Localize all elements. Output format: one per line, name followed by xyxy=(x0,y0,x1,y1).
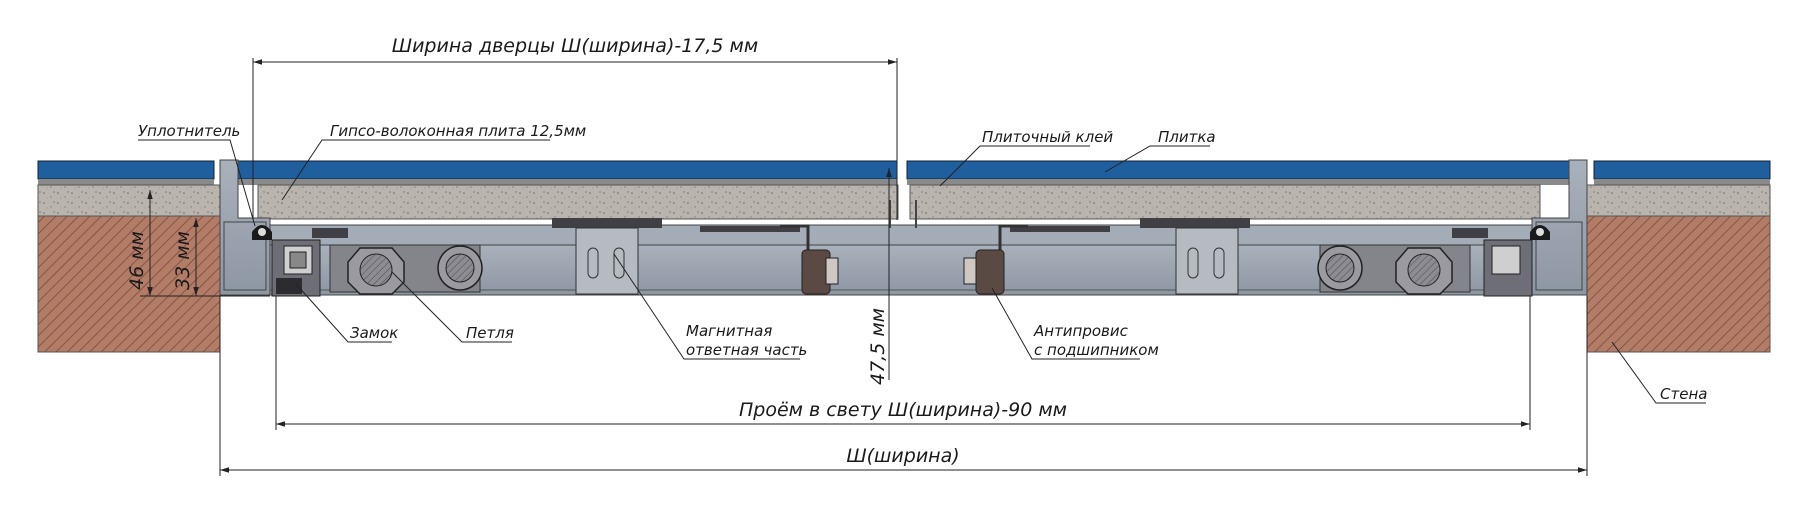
dimension-opening: Проём в свету Ш(ширина)-90 мм xyxy=(275,296,1531,430)
seal-left xyxy=(252,225,272,240)
frame-left-profile xyxy=(219,159,271,296)
label-hinge-text: Петля xyxy=(466,324,514,342)
label-magnetic-line1: Магнитная xyxy=(686,322,772,340)
label-antisag: Антипровис с подшипником xyxy=(991,287,1159,360)
label-lock: Замок xyxy=(295,283,398,343)
tile-door-right xyxy=(906,160,1577,180)
dimension-heights: 46 мм 33 мм xyxy=(126,190,270,297)
label-hinge: Петля xyxy=(391,271,514,343)
label-lock-text: Замок xyxy=(350,324,398,342)
adhesive-left xyxy=(38,179,214,185)
adhesive-right xyxy=(1594,179,1770,185)
antisag-roller-left xyxy=(780,224,839,295)
magnetic-strike-right xyxy=(1010,218,1250,295)
label-wall: Стена xyxy=(1611,341,1707,404)
dimension-total-label: Ш(ширина) xyxy=(846,445,959,467)
dimension-door-width-label: Ширина дверцы Ш(ширина)-17,5 мм xyxy=(392,35,758,57)
label-tile-text: Плитка xyxy=(1158,128,1216,146)
wall-right xyxy=(1586,215,1771,353)
board-right xyxy=(1569,184,1771,217)
dimension-door-width: Ширина дверцы Ш(ширина)-17,5 мм xyxy=(252,35,898,220)
seal-right xyxy=(1530,225,1550,240)
adhesive-door-right xyxy=(907,179,1576,185)
wall-left xyxy=(37,215,221,353)
hinge-right xyxy=(1317,228,1488,295)
board-left xyxy=(37,184,239,217)
dimension-depth-label: 47,5 мм xyxy=(867,308,889,385)
dimension-33-label: 33 мм xyxy=(172,231,194,290)
lock-mechanism-left xyxy=(271,239,321,297)
frame-right-profile xyxy=(1531,159,1588,296)
label-magnetic-line2: ответная часть xyxy=(686,341,807,359)
hinge-left xyxy=(312,228,483,295)
label-antisag-line1: Антипровис xyxy=(1033,322,1129,340)
tile-left xyxy=(37,160,215,180)
tile-right xyxy=(1593,160,1771,180)
label-seal: Уплотнитель xyxy=(138,122,256,227)
magnetic-strike-left xyxy=(552,218,800,295)
adhesive-door-left xyxy=(222,179,897,185)
dimension-46-label: 46 мм xyxy=(126,231,148,290)
dimension-total: Ш(ширина) xyxy=(219,296,1588,476)
dimension-opening-label: Проём в свету Ш(ширина)-90 мм xyxy=(739,399,1067,421)
dimension-depth: 47,5 мм xyxy=(867,168,892,385)
label-magnetic: Магнитная ответная часть xyxy=(613,253,807,360)
antisag-roller-right xyxy=(963,224,1028,295)
tile-door-left xyxy=(221,160,898,180)
label-wall-text: Стена xyxy=(1660,385,1707,403)
label-tile-adhesive: Плиточный клей xyxy=(939,128,1113,187)
lock-mechanism-right xyxy=(1483,239,1533,297)
board-door-right xyxy=(909,184,1541,220)
label-tile-adhesive-text: Плиточный клей xyxy=(982,128,1113,146)
label-antisag-line2: с подшипником xyxy=(1034,341,1159,359)
label-tile: Плитка xyxy=(1104,128,1216,173)
label-gypsum-board-text: Гипсо-волоконная плита 12,5мм xyxy=(330,122,586,140)
board-door-left xyxy=(257,184,899,220)
label-seal-text: Уплотнитель xyxy=(138,122,240,140)
label-gypsum-board: Гипсо-волоконная плита 12,5мм xyxy=(281,122,586,201)
